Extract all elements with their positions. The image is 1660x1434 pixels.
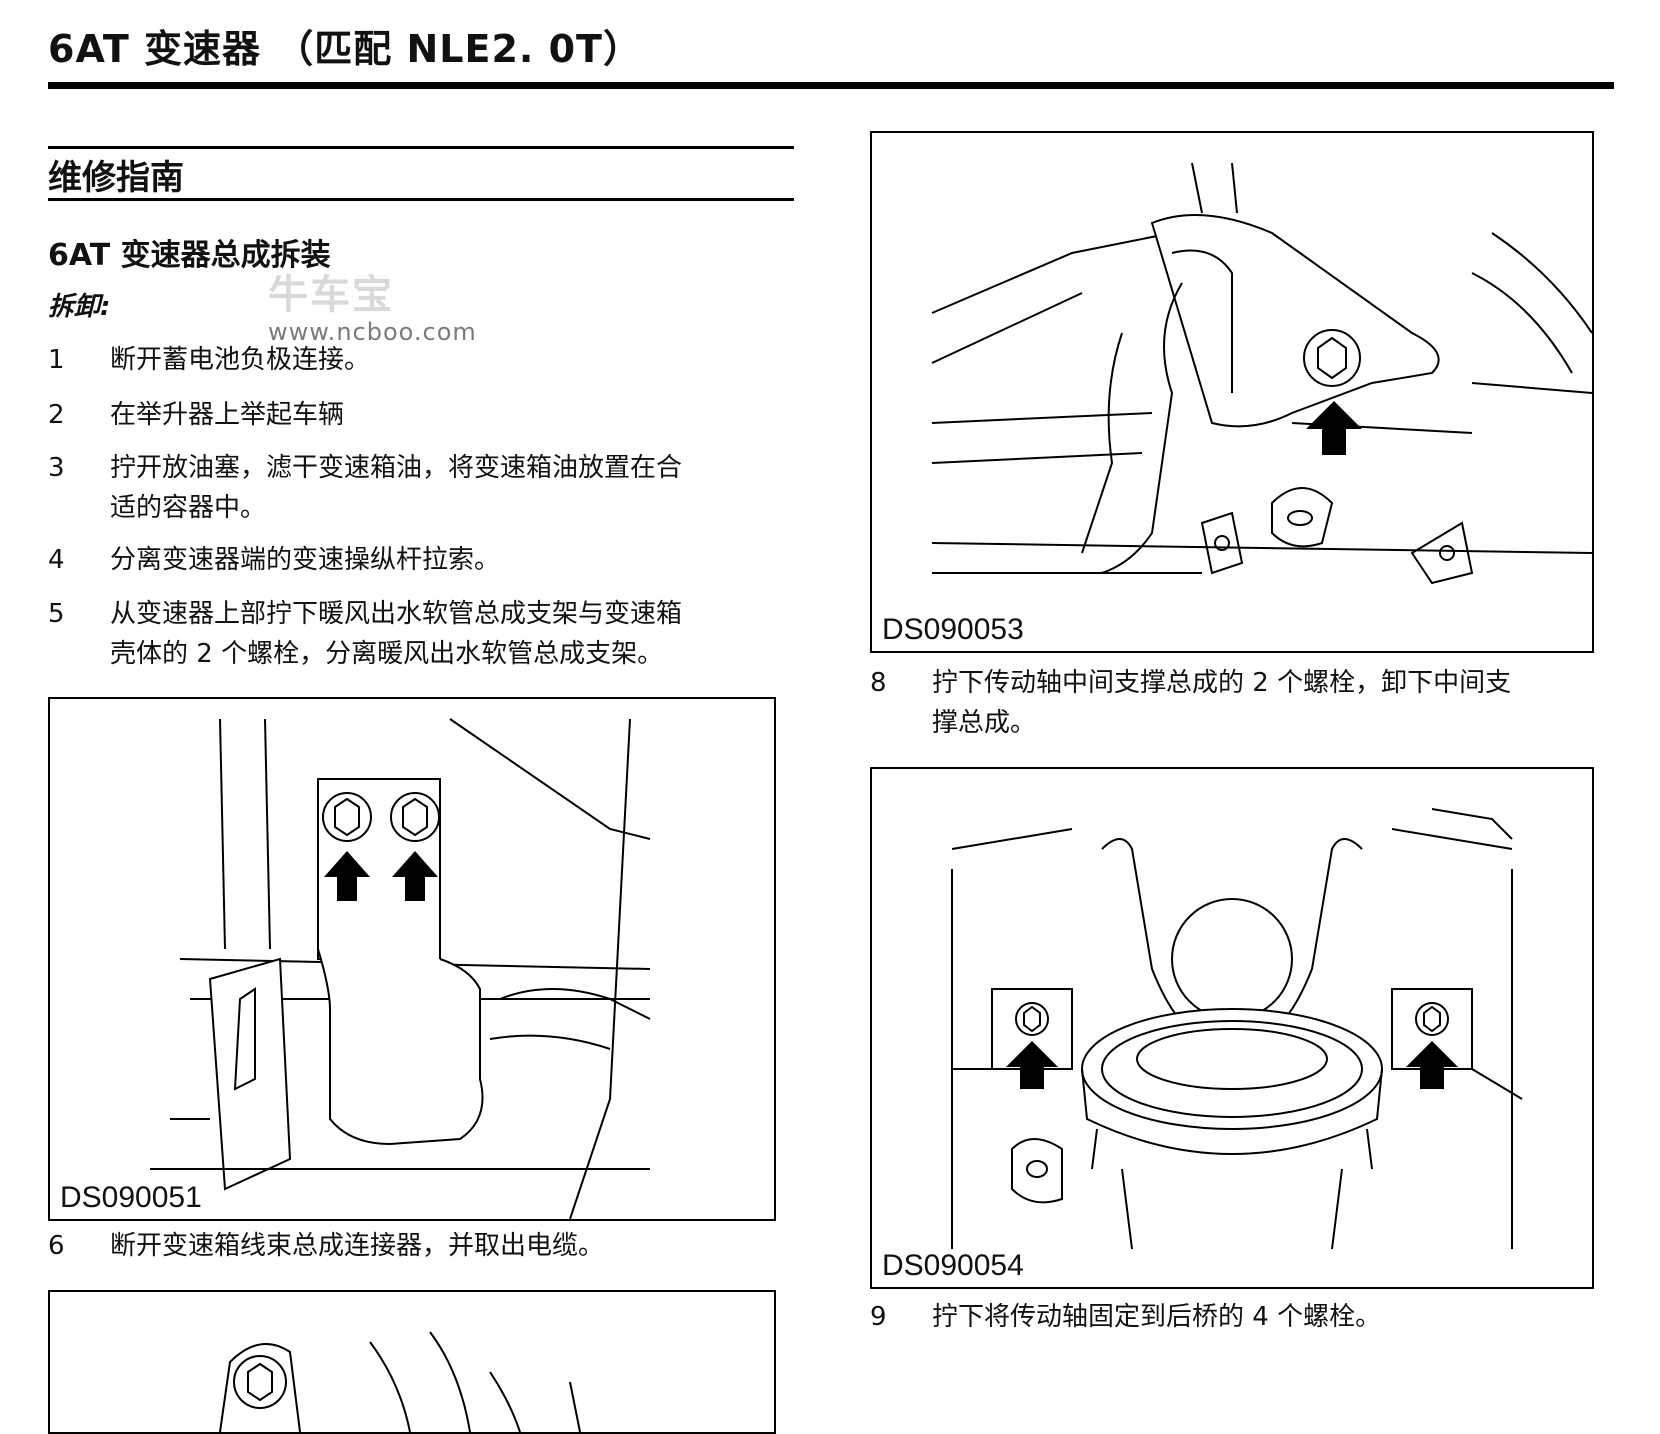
step-number: 2 <box>48 400 65 430</box>
title-divider <box>48 82 1614 89</box>
figure-illustration <box>219 1331 581 1432</box>
figure-partial <box>48 1290 776 1434</box>
section-top-rule <box>48 146 794 149</box>
step-text-line-1: 从变速器上部拧下暖风出水软管总成支架与变速箱 <box>110 599 683 629</box>
figure-bracket-bolts: DS090051 <box>48 697 776 1221</box>
step-number: 5 <box>48 599 65 629</box>
section-bottom-rule <box>48 198 794 201</box>
step-text-line-2: 壳体的 2 个螺栓，分离暖风出水软管总成支架。 <box>110 639 664 669</box>
step-4: 4 分离变速器端的变速操纵杆拉索。 <box>48 540 808 580</box>
removal-label: 拆卸: <box>48 292 111 322</box>
figure-support-bolt: DS090053 <box>870 131 1594 653</box>
step-5: 5 从变速器上部拧下暖风出水软管总成支架与变速箱 壳体的 2 个螺栓，分离暖风出… <box>48 594 808 674</box>
step-text-line-1: 拧开放油塞，滤干变速箱油，将变速箱油放置在合 <box>110 453 683 483</box>
step-number: 6 <box>48 1231 65 1261</box>
figure-illustration <box>931 162 1592 585</box>
figure-illustration <box>951 808 1523 1250</box>
watermark-name: 牛车宝 <box>268 272 394 318</box>
figure-illustration <box>150 718 651 1219</box>
page-title: 6AT 变速器 （匹配 NLE2. 0T） <box>48 27 642 71</box>
step-1: 1 断开蓄电池负极连接。 <box>48 340 808 380</box>
step-text: 分离变速器端的变速操纵杆拉索。 <box>110 545 501 575</box>
step-2: 2 在举升器上举起车辆 <box>48 395 808 435</box>
step-8: 8 拧下传动轴中间支撑总成的 2 个螺栓，卸下中间支 撑总成。 <box>870 663 1630 743</box>
step-number: 3 <box>48 453 65 483</box>
figure-code: DS090051 <box>56 1181 206 1215</box>
step-number: 9 <box>870 1302 887 1332</box>
step-6: 6 断开变速箱线束总成连接器，并取出电缆。 <box>48 1226 808 1266</box>
step-3: 3 拧开放油塞，滤干变速箱油，将变速箱油放置在合 适的容器中。 <box>48 448 808 528</box>
figure-code: DS090054 <box>878 1249 1028 1283</box>
figure-driveshaft-support: DS090054 <box>870 767 1594 1289</box>
step-text-line-2: 撑总成。 <box>932 708 1037 738</box>
step-text: 断开蓄电池负极连接。 <box>110 345 371 375</box>
step-text: 拧下将传动轴固定到后桥的 4 个螺栓。 <box>932 1302 1382 1332</box>
figure-code: DS090053 <box>878 613 1028 647</box>
watermark-url: www.ncboo.com <box>268 318 477 346</box>
step-text: 断开变速箱线束总成连接器，并取出电缆。 <box>110 1231 605 1261</box>
step-number: 8 <box>870 668 887 698</box>
step-9: 9 拧下将传动轴固定到后桥的 4 个螺栓。 <box>870 1297 1630 1337</box>
subsection-heading: 6AT 变速器总成拆装 <box>48 238 331 273</box>
section-heading: 维修指南 <box>48 158 184 198</box>
step-number: 4 <box>48 545 65 575</box>
step-text-line-1: 拧下传动轴中间支撑总成的 2 个螺栓，卸下中间支 <box>932 668 1512 698</box>
step-number: 1 <box>48 345 65 375</box>
step-text-line-2: 适的容器中。 <box>110 493 267 523</box>
step-text: 在举升器上举起车辆 <box>110 400 345 430</box>
